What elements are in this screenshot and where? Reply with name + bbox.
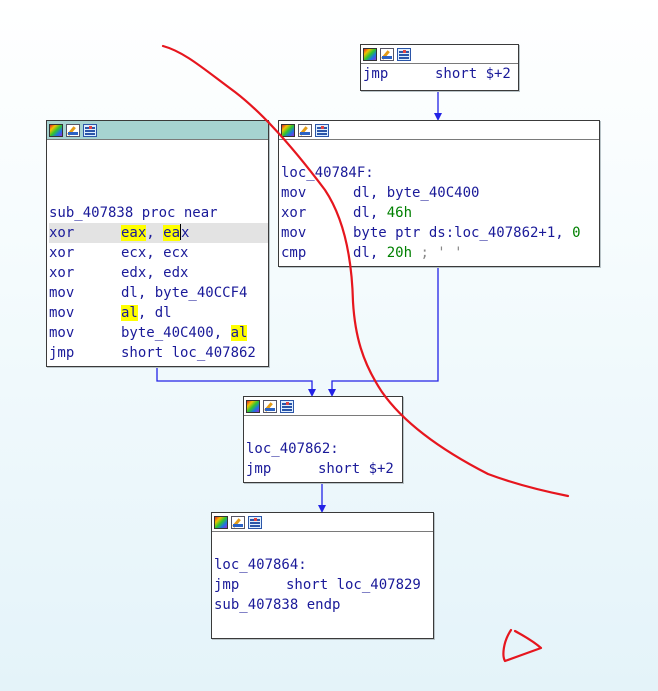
immediate-value: 20h bbox=[386, 245, 413, 261]
proc-end-label: sub_407838 endp bbox=[214, 597, 341, 613]
asm-line[interactable]: mov al, dl bbox=[49, 303, 268, 323]
graph-node-sub-407838[interactable]: sub_407838 proc near xor eax, eax xor ecx,… bbox=[46, 120, 269, 367]
edit-pencil-icon[interactable] bbox=[298, 123, 312, 137]
operands: dl, bbox=[353, 245, 387, 261]
mnemonic: xor bbox=[49, 225, 75, 241]
proc-label[interactable]: sub_407838 proc near bbox=[49, 205, 218, 221]
graph-node-jmp-top[interactable]: jmp short $+2 bbox=[360, 44, 519, 91]
mnemonic: mov bbox=[281, 185, 307, 201]
asm-line[interactable]: xor dl, 46h bbox=[281, 203, 599, 223]
operands: ecx, ecx bbox=[121, 245, 189, 261]
operands: , dl bbox=[137, 305, 172, 321]
operands: short loc_407862 bbox=[121, 345, 256, 361]
immediate-value: 46h bbox=[386, 205, 413, 221]
loc-label[interactable]: loc_407864: bbox=[214, 557, 307, 573]
mnemonic: jmp bbox=[49, 345, 75, 361]
graph-node-loc-407864[interactable]: loc_407864: jmp short loc_407829 sub_4078… bbox=[211, 512, 434, 639]
operands: short loc_407829 bbox=[286, 577, 421, 593]
asm-line[interactable]: jmp short $+2 bbox=[363, 64, 518, 84]
color-palette-icon[interactable] bbox=[281, 123, 295, 137]
asm-line[interactable]: jmp short $+2 bbox=[246, 459, 402, 479]
operands: edx, edx bbox=[121, 265, 189, 281]
asm-line[interactable]: jmp short loc_407862 bbox=[49, 343, 268, 363]
asm-line[interactable]: jmp short loc_407829 bbox=[214, 575, 433, 595]
asm-line[interactable]: xor ecx, ecx bbox=[49, 243, 268, 263]
graph-node-loc-407862[interactable]: loc_407862: jmp short $+2 bbox=[243, 396, 403, 483]
node-title-bar[interactable] bbox=[244, 397, 402, 416]
mnemonic: jmp bbox=[246, 461, 272, 477]
node-title-bar[interactable] bbox=[212, 513, 433, 532]
operands: short $+2 bbox=[318, 461, 394, 477]
asm-line[interactable]: mov dl, byte_40C400 bbox=[281, 183, 599, 203]
register-highlight[interactable]: ea bbox=[163, 225, 181, 241]
operands: byte ptr ds:loc_407862+1, bbox=[353, 225, 573, 241]
edit-pencil-icon[interactable] bbox=[380, 47, 394, 61]
mnemonic: jmp bbox=[214, 577, 240, 593]
operands: dl, bbox=[353, 205, 387, 221]
register-tail: x bbox=[181, 225, 190, 241]
edge-proc-to-loc407862 bbox=[156, 366, 316, 397]
color-palette-icon[interactable] bbox=[214, 515, 228, 529]
register-highlight[interactable]: al bbox=[230, 325, 248, 341]
mnemonic: xor bbox=[49, 245, 75, 261]
graph-overview-icon[interactable] bbox=[397, 47, 411, 61]
loc-label[interactable]: loc_40784F: bbox=[281, 165, 374, 181]
mnemonic: mov bbox=[49, 285, 75, 301]
edit-pencil-icon[interactable] bbox=[66, 123, 80, 137]
edit-pencil-icon[interactable] bbox=[231, 515, 245, 529]
graph-overview-icon[interactable] bbox=[248, 515, 262, 529]
register-highlight[interactable]: eax bbox=[121, 225, 147, 241]
comment: ; ' ' bbox=[412, 245, 463, 261]
asm-line-current[interactable]: xor eax, eax bbox=[49, 223, 268, 243]
mnemonic: mov bbox=[49, 325, 75, 341]
register-highlight[interactable]: al bbox=[121, 305, 138, 321]
node-title-bar[interactable] bbox=[279, 121, 599, 140]
graph-overview-icon[interactable] bbox=[83, 123, 97, 137]
node-title-bar[interactable] bbox=[361, 45, 518, 64]
operands: byte_40C400, bbox=[121, 325, 231, 341]
node-title-bar[interactable] bbox=[47, 121, 268, 140]
asm-line[interactable]: cmp dl, 20h ; ' ' bbox=[281, 243, 599, 263]
mnemonic: jmp bbox=[363, 66, 389, 82]
separator: , bbox=[146, 225, 164, 241]
asm-line[interactable]: mov dl, byte_40CCF4 bbox=[49, 283, 268, 303]
edit-pencil-icon[interactable] bbox=[263, 399, 277, 413]
color-palette-icon[interactable] bbox=[363, 47, 377, 61]
mnemonic: xor bbox=[49, 265, 75, 281]
edge-loc40784f-to-loc407862 bbox=[328, 266, 439, 397]
asm-line[interactable]: mov byte_40C400, al bbox=[49, 323, 268, 343]
color-palette-icon[interactable] bbox=[49, 123, 63, 137]
loc-label[interactable]: loc_407862: bbox=[246, 441, 339, 457]
mnemonic: mov bbox=[281, 225, 307, 241]
operands: dl, byte_40CCF4 bbox=[121, 285, 248, 301]
operands: dl, byte_40C400 bbox=[353, 185, 480, 201]
graph-overview-icon[interactable] bbox=[315, 123, 329, 137]
mnemonic: cmp bbox=[281, 245, 307, 261]
color-palette-icon[interactable] bbox=[246, 399, 260, 413]
graph-node-loc-40784f[interactable]: loc_40784F: mov dl, byte_40C400 xor dl, 46… bbox=[278, 120, 600, 267]
mnemonic: xor bbox=[281, 205, 307, 221]
operands: short $+2 bbox=[435, 66, 511, 82]
asm-line[interactable]: xor edx, edx bbox=[49, 263, 268, 283]
graph-overview-icon[interactable] bbox=[280, 399, 294, 413]
mnemonic: mov bbox=[49, 305, 75, 321]
immediate-value: 0 bbox=[572, 225, 581, 241]
asm-line[interactable]: mov byte ptr ds:loc_407862+1, 0 bbox=[281, 223, 599, 243]
